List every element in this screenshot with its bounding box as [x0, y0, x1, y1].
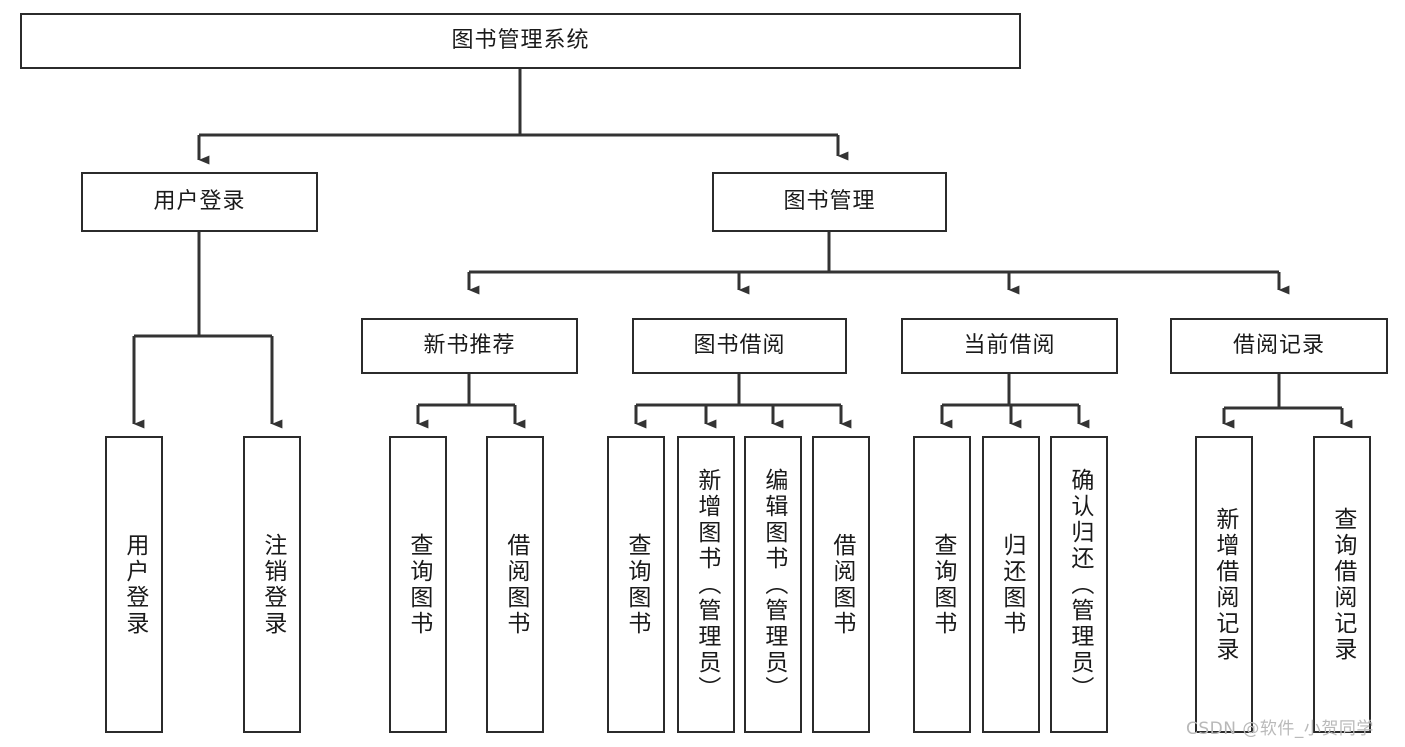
node-root-system[interactable]: 图书管理系统 [20, 13, 1021, 69]
node-label: 注销登录 [259, 532, 286, 637]
node-label: 新增图书（管理员） [693, 467, 720, 702]
node-book-manage[interactable]: 图书管理 [712, 172, 947, 232]
node-leaf-edit-book[interactable]: 编辑图书（管理员） [744, 436, 802, 733]
node-label: 新增借阅记录 [1211, 506, 1238, 663]
node-current-borrow[interactable]: 当前借阅 [901, 318, 1118, 374]
node-label: 图书管理系统 [451, 28, 590, 54]
node-label: 当前借阅 [963, 333, 1056, 359]
node-leaf-borrow-book-2[interactable]: 借阅图书 [812, 436, 870, 733]
node-leaf-return-book[interactable]: 归还图书 [982, 436, 1040, 733]
node-leaf-add-book[interactable]: 新增图书（管理员） [677, 436, 735, 733]
node-leaf-confirm-return[interactable]: 确认归还（管理员） [1050, 436, 1108, 733]
node-leaf-query-record[interactable]: 查询借阅记录 [1313, 436, 1371, 733]
node-borrow-record[interactable]: 借阅记录 [1170, 318, 1388, 374]
node-label: 新书推荐 [423, 333, 516, 359]
node-label: 确认归还（管理员） [1066, 467, 1093, 702]
node-leaf-add-record[interactable]: 新增借阅记录 [1195, 436, 1253, 733]
node-label: 查询图书 [623, 532, 650, 637]
node-label: 查询图书 [929, 532, 956, 637]
node-leaf-query-book-3[interactable]: 查询图书 [913, 436, 971, 733]
node-label: 归还图书 [998, 532, 1025, 637]
node-label: 图书借阅 [693, 333, 786, 359]
node-label: 查询借阅记录 [1329, 506, 1356, 663]
node-leaf-user-login[interactable]: 用户登录 [105, 436, 163, 733]
node-label: 编辑图书（管理员） [760, 467, 787, 702]
node-leaf-query-book-2[interactable]: 查询图书 [607, 436, 665, 733]
node-label: 用户登录 [121, 532, 148, 637]
node-new-book-rec[interactable]: 新书推荐 [361, 318, 578, 374]
node-label: 查询图书 [405, 532, 432, 637]
node-label: 借阅记录 [1232, 333, 1325, 359]
node-book-borrow[interactable]: 图书借阅 [632, 318, 847, 374]
node-label: 图书管理 [783, 189, 876, 215]
node-user-login[interactable]: 用户登录 [81, 172, 318, 232]
node-leaf-borrow-book-1[interactable]: 借阅图书 [486, 436, 544, 733]
node-leaf-query-book-1[interactable]: 查询图书 [389, 436, 447, 733]
node-label: 借阅图书 [502, 532, 529, 637]
node-leaf-user-logout[interactable]: 注销登录 [243, 436, 301, 733]
node-label: 借阅图书 [828, 532, 855, 637]
node-label: 用户登录 [153, 189, 246, 215]
